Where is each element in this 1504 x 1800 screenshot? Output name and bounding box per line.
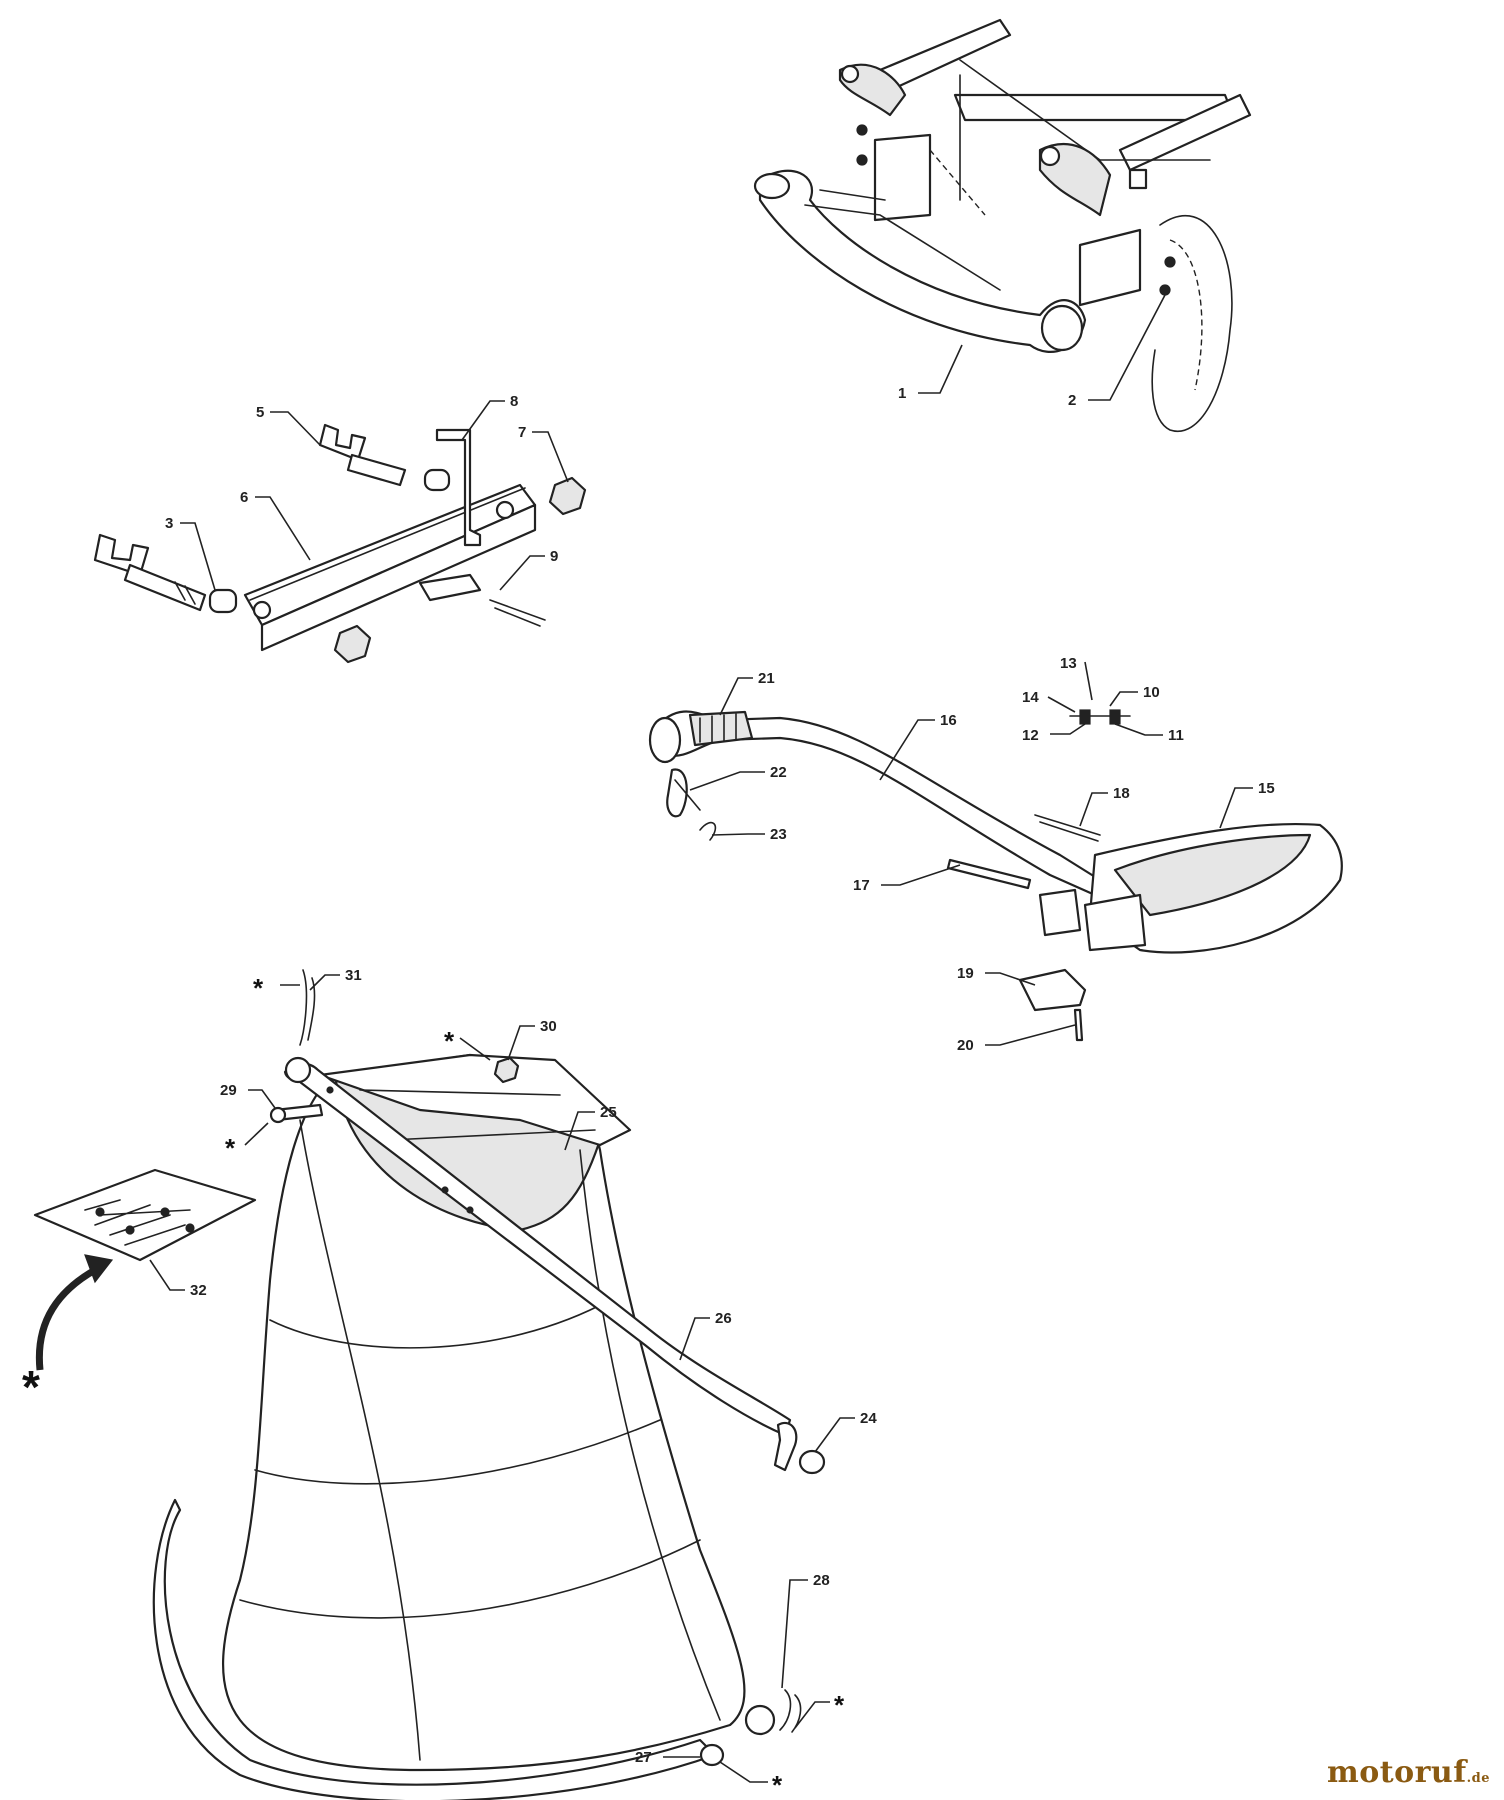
callout-19: 19 (957, 965, 974, 982)
frame-bumper-assembly (753, 18, 1252, 433)
watermark-brand: motoruf (1326, 1755, 1467, 1790)
callout-15: 15 (1258, 780, 1275, 797)
callout-30: 30 (540, 1018, 557, 1035)
callout-labels: 1 2 3 5 6 7 8 9 10 11 12 13 14 15 16 17 … (165, 385, 1275, 1766)
callout-20: 20 (957, 1037, 974, 1054)
callout-31: 31 (345, 967, 362, 984)
asterisk-part-27: * (772, 1770, 783, 1800)
callout-9: 9 (550, 548, 558, 565)
callout-11: 11 (1168, 727, 1184, 744)
callout-18: 18 (1113, 785, 1130, 802)
leader-lines (149, 294, 1253, 1783)
callout-5: 5 (256, 404, 264, 421)
grass-bag-assembly (33, 969, 826, 1800)
callout-8: 8 (510, 393, 518, 410)
callout-6: 6 (240, 489, 248, 506)
callout-32: 32 (190, 1282, 207, 1299)
callout-10: 10 (1143, 684, 1160, 701)
asterisk-hardware-bag: * (22, 1361, 40, 1413)
asterisk-part-30: * (444, 1026, 455, 1056)
asterisk-part-28: * (834, 1690, 845, 1720)
hitch-bar-assembly (93, 423, 587, 664)
callout-14: 14 (1022, 689, 1039, 706)
callout-27: 27 (635, 1749, 652, 1766)
watermark: motoruf.de (1327, 1755, 1490, 1790)
watermark-tld: .de (1466, 1771, 1490, 1786)
callout-26: 26 (715, 1310, 732, 1327)
callout-23: 23 (770, 826, 787, 843)
callout-1: 1 (898, 385, 906, 402)
asterisk-markers: * * * * * * (22, 973, 845, 1800)
asterisk-part-29: * (225, 1133, 236, 1163)
callout-16: 16 (940, 712, 957, 729)
callout-22: 22 (770, 764, 787, 781)
callout-13: 13 (1060, 655, 1077, 672)
asterisk-part-31: * (253, 973, 264, 1003)
callout-25: 25 (600, 1104, 617, 1121)
callout-21: 21 (758, 670, 775, 687)
callout-7: 7 (518, 424, 526, 441)
callout-28: 28 (813, 1572, 830, 1589)
callout-17: 17 (853, 877, 870, 894)
chute-handle-assembly (648, 709, 1343, 1042)
callout-2: 2 (1068, 392, 1076, 409)
callout-29: 29 (220, 1082, 237, 1099)
callout-3: 3 (165, 515, 173, 532)
callout-12: 12 (1022, 727, 1039, 744)
callout-24: 24 (860, 1410, 877, 1427)
